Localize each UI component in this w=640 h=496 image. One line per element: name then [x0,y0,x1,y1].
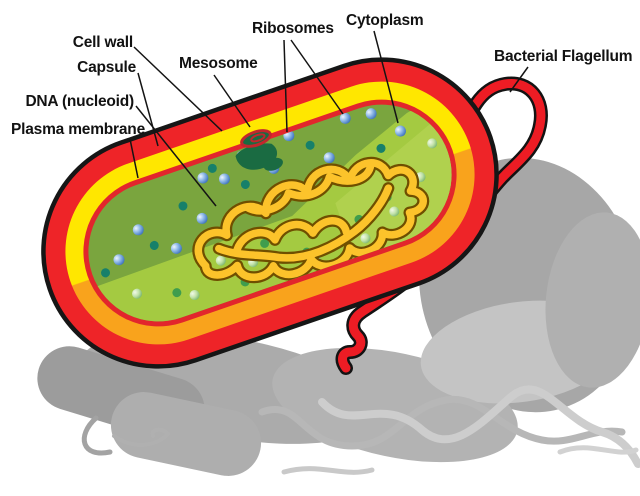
ribosome-dot [196,212,208,224]
ribosome-dot [427,138,438,149]
leader-cell-wall [133,46,223,132]
leader-mesosome [213,74,251,128]
label-plasma-membrane: Plasma membrane [11,121,145,138]
ribosome-dot [323,152,335,164]
background-flagellum-ribbon [557,445,639,455]
leader-plasma-membrane [129,138,139,179]
ribosome-dot [260,238,270,248]
dna-nucleoid-tangle [192,156,430,284]
ribosome-dot [305,140,315,150]
leader-capsule [137,72,159,147]
label-cell-wall: Cell wall [72,34,133,51]
ribosome-dot [197,172,209,184]
label-ribosomes: Ribosomes [252,20,334,37]
label-capsule: Capsule [77,59,136,76]
leader-ribosomes-2 [290,39,344,115]
label-dna-nucleoid: DNA (nucleoid) [25,93,134,110]
background-flagellum-curl [81,415,113,456]
label-cytoplasm: Cytoplasm [346,12,424,29]
ribosome-dot [132,224,144,236]
background-flagellum-ribbon [318,385,640,468]
ribosome-dot [170,242,182,254]
ribosome-dot [240,179,250,189]
ribosome-dot [376,143,386,153]
background-flagellum-ribbon [258,395,626,450]
ribosome-dot [178,201,188,211]
ribosome-dot [394,125,406,137]
ribosome-dot [339,112,351,124]
background-bacterium-center [110,392,262,476]
leader-lines [129,30,529,207]
background-flagellum-hook [112,427,171,447]
mesosome-body [235,129,283,171]
bacterium-cell [41,57,499,369]
leader-flagellum [509,66,529,93]
background-flagellum-ribbon [281,466,375,475]
ribosome-dot [360,233,371,244]
ribosome-dot [101,268,111,278]
leader-cytoplasm [373,30,399,124]
ribosome-dot [132,288,143,299]
ribosome-dot [113,254,125,266]
ribosome-dot [189,290,200,301]
ribosome-dot [207,163,217,173]
ribosome-dot [389,206,400,217]
background-blob-far-right [545,212,640,388]
ribosome-dot [215,255,226,266]
leader-ribosomes-1 [283,39,288,133]
ribosome-dot [149,240,159,250]
leader-dna [135,105,217,207]
ribosome-dot [172,288,182,298]
label-bacterial-flagellum: Bacterial Flagellum [494,48,633,65]
ribosome-dot [218,173,230,185]
label-mesosome: Mesosome [179,55,258,72]
ribosome-dot [365,108,377,120]
